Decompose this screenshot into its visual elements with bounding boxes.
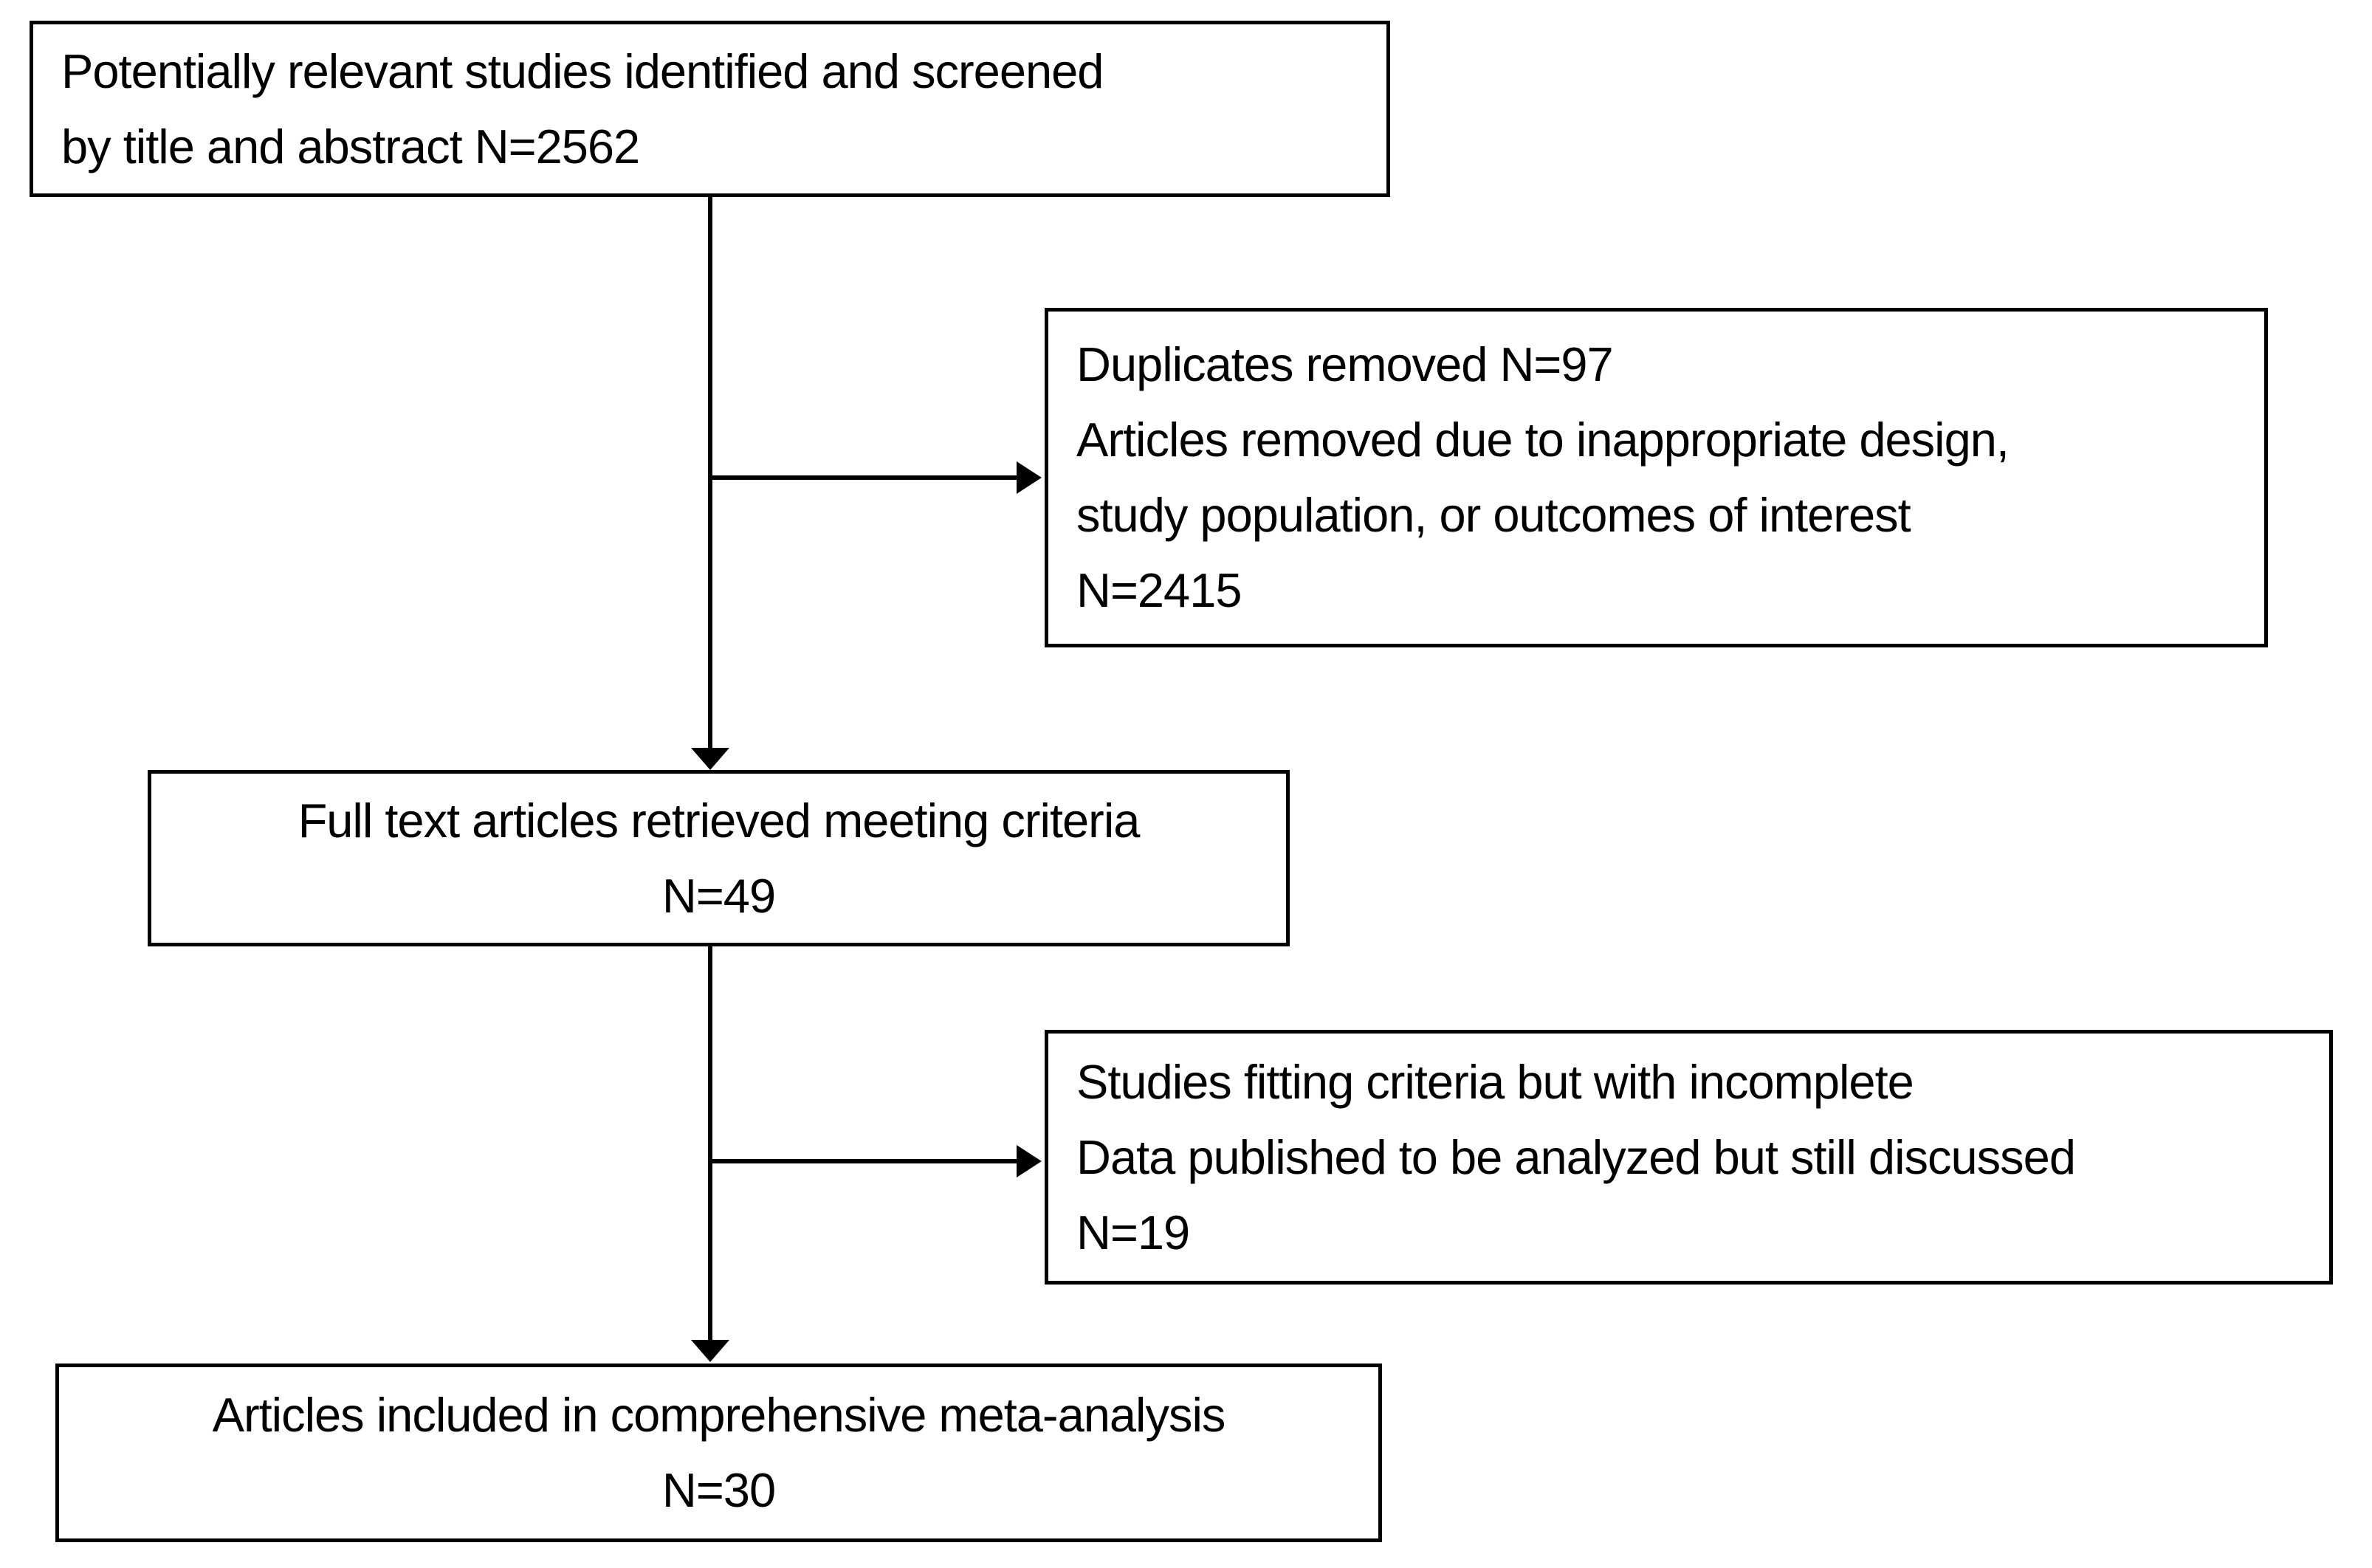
right-arrowhead-icon	[1017, 1145, 1042, 1177]
box-text-line: by title and abstract N=2562	[61, 119, 640, 173]
flow-box-studies-identified: Potentially relevant studies identified …	[30, 21, 1390, 197]
box-text-line: Data published to be analyzed but still …	[1076, 1129, 2076, 1184]
box-text-line: Full text articles retrieved meeting cri…	[298, 793, 1141, 847]
box-text-line: Studies fitting criteria but with incomp…	[1076, 1054, 1914, 1109]
down-arrowhead-icon	[691, 748, 729, 770]
flow-box-articles-removed: Duplicates removed N=97 Articles removed…	[1045, 308, 2268, 647]
box-text-line: Duplicates removed N=97	[1076, 337, 1614, 391]
connector-line-vertical-2	[708, 946, 712, 1341]
flow-box-incomplete-data: Studies fitting criteria but with incomp…	[1045, 1030, 2333, 1285]
box-text-line: Articles included in comprehensive meta-…	[212, 1388, 1226, 1442]
box-text-line: Articles removed due to inappropriate de…	[1076, 413, 2010, 467]
box-text-line: N=30	[661, 1463, 776, 1517]
connector-line-branch-1	[710, 475, 1017, 480]
box-text-line: N=19	[1076, 1205, 1190, 1259]
box-text-line: N=2415	[1076, 563, 1242, 617]
right-arrowhead-icon	[1017, 461, 1042, 494]
connector-line-vertical-1	[708, 197, 712, 749]
flow-box-fulltext-retrieved: Full text articles retrieved meeting cri…	[148, 770, 1290, 946]
box-text-line: N=49	[661, 868, 776, 923]
down-arrowhead-icon	[691, 1340, 729, 1362]
flow-box-articles-included: Articles included in comprehensive meta-…	[55, 1364, 1382, 1542]
box-text-line: study population, or outcomes of interes…	[1076, 488, 1911, 542]
box-text-line: Potentially relevant studies identified …	[61, 44, 1104, 98]
connector-line-branch-2	[710, 1159, 1017, 1163]
